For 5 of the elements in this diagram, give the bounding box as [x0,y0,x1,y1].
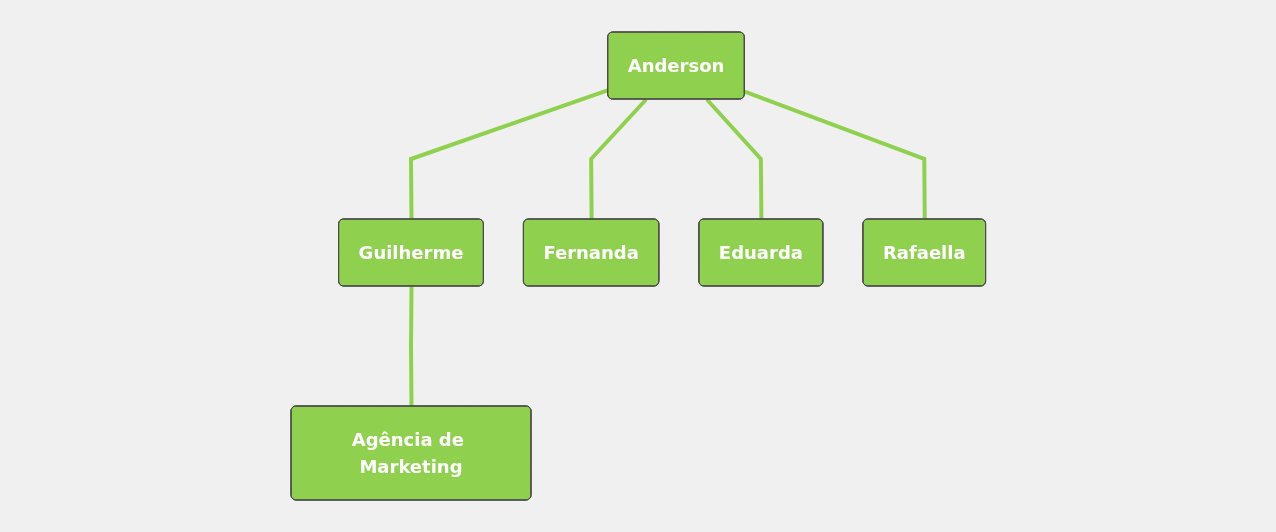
connector [408,286,414,407]
connector [588,98,648,220]
connector [408,88,609,220]
connector [743,89,927,220]
connector [705,98,764,220]
